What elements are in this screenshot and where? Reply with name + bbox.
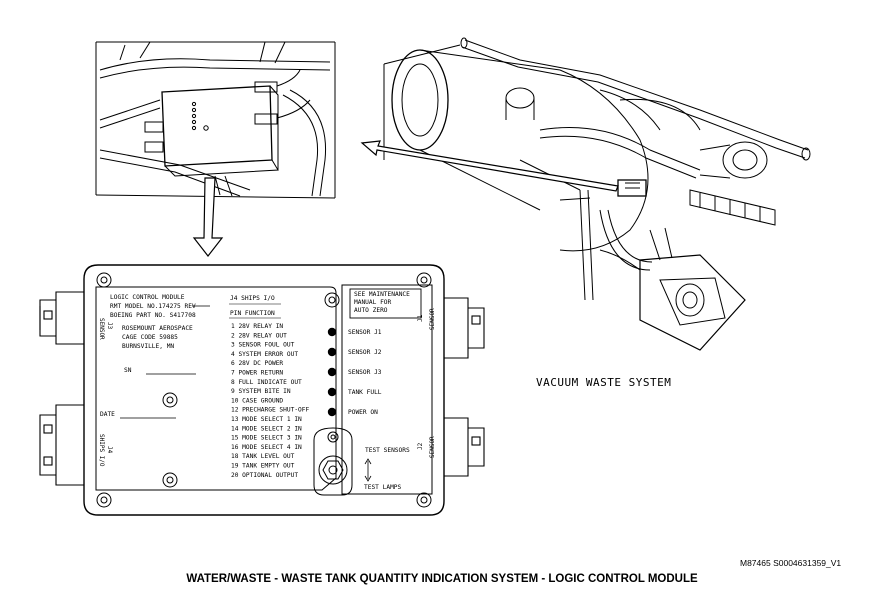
pin-row: 1 28V RELAY IN xyxy=(231,323,283,330)
pin-row: 12 PRECHARGE SHUT-OFF xyxy=(231,407,310,414)
lamp-label-sensor-j1: SENSOR J1 xyxy=(348,329,382,336)
pin-row: 20 OPTIONAL OUTPUT xyxy=(231,472,298,479)
pin-row: 2 28V RELAY OUT xyxy=(231,332,287,339)
vacuum-waste-system-drawing xyxy=(383,37,811,351)
conn-j3-label-a: J3 xyxy=(106,322,113,330)
pin-row: 14 MODE SELECT 2 IN xyxy=(231,425,302,432)
j4-title: J4 SHIPS I/O xyxy=(230,295,275,302)
sn-label: SN xyxy=(124,367,132,374)
lamp-sensor-j3 xyxy=(327,367,337,377)
maker-line-3: BURNSVILLE, MN xyxy=(122,343,174,350)
maintenance-note-2: MANUAL FOR xyxy=(354,299,392,306)
lamp-tank-full xyxy=(327,387,337,397)
indicator-lamps xyxy=(327,327,337,417)
conn-j1-label-a: J1 xyxy=(417,314,424,322)
logic-control-module-panel: LOGIC CONTROL MODULE RMT MODEL NO.174275… xyxy=(39,264,485,516)
conn-j4-label-a: J4 xyxy=(106,446,113,454)
conn-j4-label-b: SHIPS I/O xyxy=(98,434,105,467)
lamp-label-power-on: POWER ON xyxy=(348,409,378,416)
pin-row: 8 FULL INDICATE OUT xyxy=(231,379,302,386)
pin-row: 9 SYSTEM BITE IN xyxy=(231,388,291,395)
pin-row: 16 MODE SELECT 4 IN xyxy=(231,444,302,451)
lamp-label-tank-full: TANK FULL xyxy=(348,389,382,396)
module-header-line-3: BOEING PART NO. S417708 xyxy=(110,312,196,319)
pin-row: 10 CASE GROUND xyxy=(231,397,283,404)
conn-j2-label-b: SENSOR xyxy=(429,436,436,458)
test-switch[interactable] xyxy=(313,427,353,496)
lamp-label-sensor-j3: SENSOR J3 xyxy=(348,369,382,376)
test-sensors-label: TEST SENSORS xyxy=(365,447,410,454)
pin-header: PIN FUNCTION xyxy=(230,310,275,317)
test-lamps-label: TEST LAMPS xyxy=(364,484,402,491)
lamp-sensor-j2 xyxy=(327,347,337,357)
callout-arrow-left xyxy=(360,140,619,192)
conn-j3-label-b: SENSOR xyxy=(98,318,105,340)
figure-caption: WATER/WASTE - WASTE TANK QUANTITY INDICA… xyxy=(186,573,698,585)
lamp-power-on xyxy=(327,407,337,417)
module-install-detail xyxy=(95,41,336,199)
pin-row: 6 28V DC POWER xyxy=(231,360,283,367)
pin-row: 7 POWER RETURN xyxy=(231,370,283,377)
pin-row: 3 SENSOR FOUL OUT xyxy=(231,342,295,349)
pin-row: 19 TANK EMPTY OUT xyxy=(231,463,295,470)
pin-row: 4 SYSTEM ERROR OUT xyxy=(231,351,298,358)
module-header-line-1: LOGIC CONTROL MODULE xyxy=(110,294,185,301)
conn-j1-label-b: SENSOR xyxy=(429,308,436,330)
conn-j2-label-a: J2 xyxy=(417,442,424,450)
pin-row: 13 MODE SELECT 1 IN xyxy=(231,416,302,423)
pin-list: 1 28V RELAY IN 2 28V RELAY OUT 3 SENSOR FO… xyxy=(231,323,310,479)
pin-row: 15 MODE SELECT 3 IN xyxy=(231,435,302,442)
maintenance-note-1: SEE MAINTENANCE xyxy=(354,291,410,298)
module-header-line-2: RMT MODEL NO.174275 REV xyxy=(110,303,196,310)
system-title: VACUUM WASTE SYSTEM xyxy=(536,376,672,389)
callout-arrow-down xyxy=(192,177,224,257)
lamp-label-sensor-j2: SENSOR J2 xyxy=(348,349,382,356)
maintenance-note-3: AUTO ZERO xyxy=(354,307,388,314)
maker-line-1: ROSEMOUNT AEROSPACE xyxy=(122,325,193,332)
lamp-sensor-j1 xyxy=(327,327,337,337)
pin-row: 18 TANK LEVEL OUT xyxy=(231,453,295,460)
figure-id: M87465 S0004631359_V1 xyxy=(740,558,842,568)
maker-line-2: CAGE CODE 59885 xyxy=(122,334,178,341)
date-label: DATE xyxy=(100,411,115,418)
